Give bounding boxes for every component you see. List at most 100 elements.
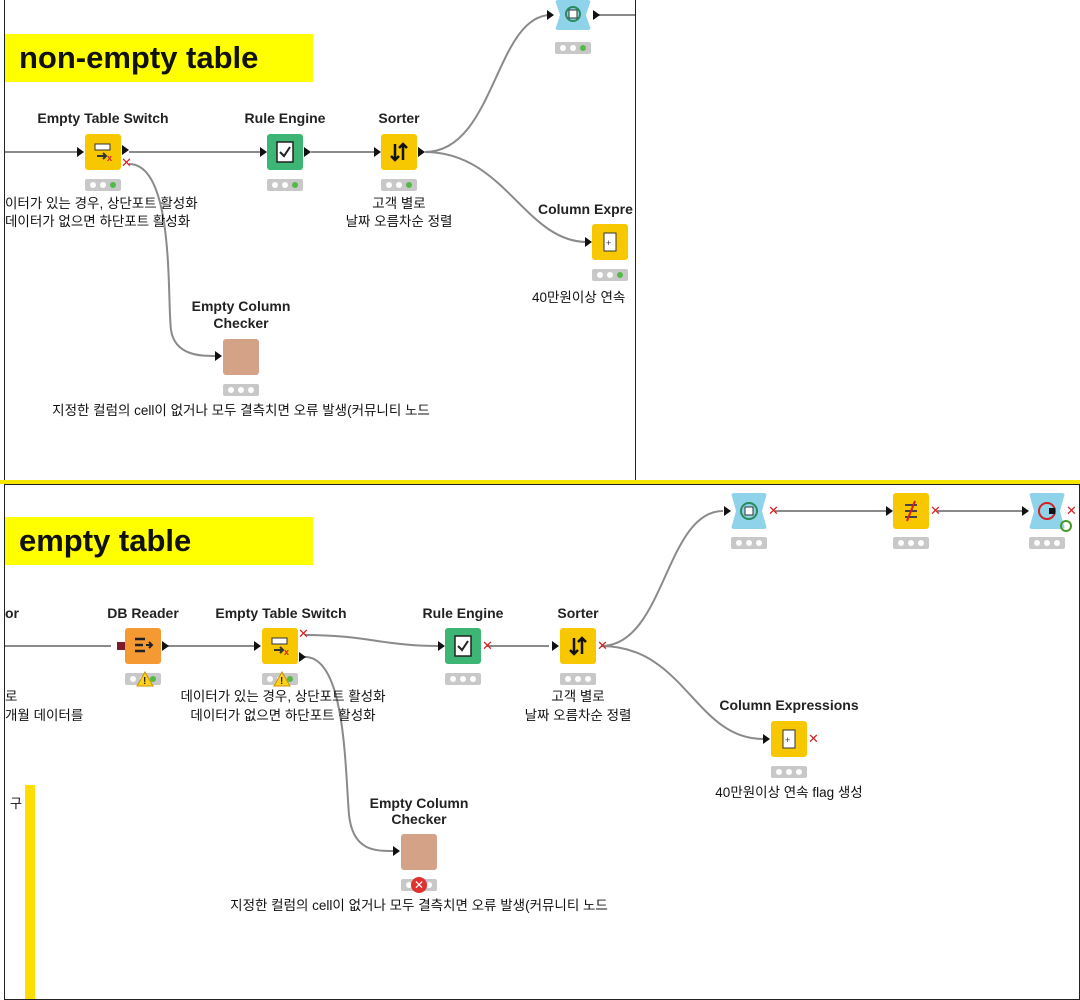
connections: [5, 510, 1023, 852]
rule-doc-icon: [276, 141, 294, 163]
connection-wire: [600, 510, 724, 647]
refresh-icon: [1060, 520, 1072, 532]
node-description: 지정한 컬럼의 cell이 없거나 모두 결측치면 오류 발생(커뮤니티 노드: [230, 898, 608, 913]
node-title: Empty Column: [191, 298, 291, 314]
connections: [5, 14, 635, 357]
input-port: [438, 641, 445, 651]
input-port: [552, 641, 559, 651]
workflow-panel-non-empty: non-empty table Empty Table Switch x ✕ 이…: [4, 0, 636, 481]
column-expressions-node[interactable]: +: [592, 224, 628, 260]
node-title: Empty Column: [369, 795, 469, 811]
node-title: Rule Engine: [244, 110, 326, 126]
output-port: [122, 145, 129, 155]
warning-icon: !: [273, 671, 291, 687]
annotation-banner: non-empty table: [5, 34, 313, 82]
status-traffic-light: [85, 179, 121, 191]
status-traffic-light: [893, 537, 929, 549]
status-traffic-light: [445, 673, 481, 685]
status-traffic-light: [267, 179, 303, 191]
connection-wire: [424, 151, 588, 243]
inactive-port-icon: ✕: [298, 626, 309, 641]
sort-icon: [569, 636, 587, 656]
output-port: [304, 147, 311, 157]
inactive-port-icon: ✕: [768, 503, 779, 518]
annotation-edge: [25, 785, 35, 999]
inactive-port-icon: ✕: [808, 731, 819, 746]
sorter-node[interactable]: [560, 628, 596, 664]
node-description: 개월 데이터를: [5, 708, 84, 723]
sort-icon: [390, 142, 408, 162]
connection-wire: [424, 14, 552, 153]
empty-column-checker-node[interactable]: [223, 339, 259, 375]
input-port: [254, 641, 261, 651]
empty-column-checker-node[interactable]: [401, 834, 437, 870]
svg-text:x: x: [284, 647, 289, 657]
input-port: [585, 237, 592, 247]
connection-wire: [600, 645, 764, 740]
connection-wire: [304, 656, 394, 852]
inactive-port-icon: ✕: [597, 638, 608, 653]
node-description: 고객 별로: [372, 196, 426, 211]
warning-icon: !: [136, 671, 154, 687]
row-filter-node[interactable]: [893, 493, 929, 529]
empty-table-switch-node[interactable]: x: [85, 134, 121, 170]
status-traffic-light: [731, 537, 767, 549]
node-description: 고객 별로: [551, 689, 605, 704]
input-port: [763, 734, 770, 744]
input-port: [77, 147, 84, 157]
connection-wire: [128, 163, 218, 357]
node-title: Column Expre: [538, 201, 633, 217]
node-description: 데이터가 있는 경우, 상단포트 활성화: [180, 689, 386, 704]
output-port: [299, 652, 306, 662]
rule-engine-node[interactable]: [267, 134, 303, 170]
loop-start-node[interactable]: [731, 493, 767, 529]
svg-text:x: x: [107, 153, 112, 163]
sorter-node[interactable]: [381, 134, 417, 170]
output-port: [593, 10, 600, 20]
error-icon: ✕: [411, 877, 427, 893]
svg-text:!: !: [280, 676, 283, 687]
node-description: 데이터가 없으면 하단포트 활성화: [190, 708, 376, 723]
rule-engine-node[interactable]: [445, 628, 481, 664]
node-title: Column Expressions: [719, 697, 859, 713]
input-port: [886, 506, 893, 516]
input-port: [724, 506, 731, 516]
node-title: Checker: [213, 315, 269, 331]
node-title: Rule Engine: [422, 605, 504, 621]
input-port: [260, 147, 267, 157]
loop-node[interactable]: [555, 0, 591, 30]
column-expressions-node[interactable]: +: [771, 721, 807, 757]
node-title: or: [5, 605, 19, 621]
input-port: [215, 351, 222, 361]
inactive-port-icon: ✕: [1066, 503, 1077, 518]
output-port: [418, 147, 425, 157]
annotation-text: 구: [10, 796, 22, 811]
status-traffic-light: [223, 384, 259, 396]
empty-table-switch-node[interactable]: x: [262, 628, 298, 664]
node-title: Sorter: [378, 110, 420, 126]
db-reader-node[interactable]: [125, 628, 161, 664]
node-description: 데이터가 없으면 하단포트 활성화: [5, 214, 191, 229]
loop-icon: [740, 502, 758, 520]
panel-divider: [0, 480, 1080, 484]
status-traffic-light: [1029, 537, 1065, 549]
status-traffic-light: [771, 766, 807, 778]
status-traffic-light: [381, 179, 417, 191]
rule-doc-icon: [454, 635, 472, 657]
node-description: 날짜 오름차순 정렬: [345, 214, 453, 229]
node-title: Empty Table Switch: [37, 110, 169, 126]
node-description: 40만원이상 연속: [532, 290, 626, 305]
svg-text:+: +: [785, 735, 790, 745]
output-port: [162, 641, 169, 651]
loop-end-node[interactable]: [1029, 493, 1065, 529]
db-input-port: [117, 642, 125, 650]
node-description: 로: [5, 689, 18, 704]
svg-text:+: +: [606, 238, 611, 248]
loop-icon: [565, 6, 581, 22]
workflow-panel-empty: empty table or 로 개월 데이터를 DB Reader ! Emp…: [4, 484, 1080, 1000]
switch-icon: x: [271, 637, 289, 657]
expression-icon: +: [782, 729, 796, 749]
input-port: [547, 10, 554, 20]
node-title: Empty Table Switch: [215, 605, 347, 621]
node-title: DB Reader: [107, 605, 179, 621]
